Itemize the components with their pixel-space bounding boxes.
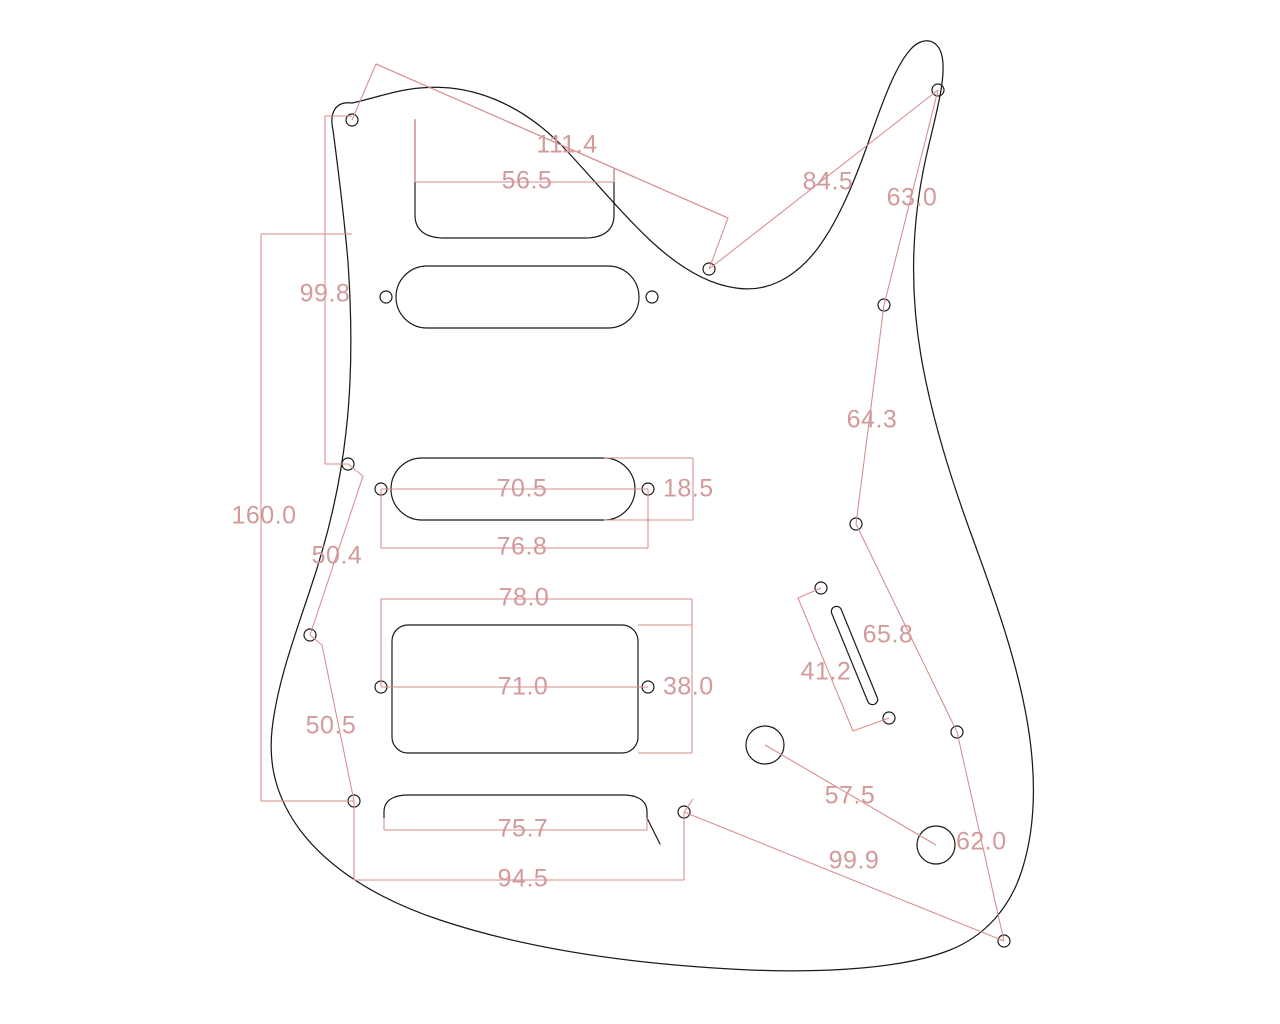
dim-leader-63-0 bbox=[883, 89, 939, 306]
screw-hole-neck-pickup-left bbox=[379, 290, 393, 304]
dim-label-56-5: 56.5 bbox=[502, 167, 553, 195]
dimension-lines-group bbox=[260, 63, 1005, 942]
dim-label-99-8: 99.8 bbox=[300, 280, 351, 308]
dim-label-63-0: 63.0 bbox=[887, 184, 938, 212]
screw-hole-bottom-right bbox=[997, 934, 1011, 948]
dim-leader-75-7 bbox=[383, 818, 648, 831]
dim-label-57-5: 57.5 bbox=[825, 782, 876, 810]
dim-leader-76-8 bbox=[380, 489, 649, 549]
dim-label-38-0: 38.0 bbox=[663, 673, 714, 701]
dim-label-50-5: 50.5 bbox=[306, 712, 357, 740]
dim-leader-57-5 bbox=[764, 744, 937, 846]
dim-label-41-2: 41.2 bbox=[801, 658, 852, 686]
dim-label-71-0: 71.0 bbox=[498, 673, 549, 701]
screw-hole-neck-pickup-right bbox=[645, 290, 659, 304]
dim-leader-111-4-b bbox=[375, 63, 729, 219]
screw-hole-right-mid bbox=[849, 517, 863, 531]
dim-leader-50-5 bbox=[309, 634, 355, 802]
dim-label-18-5: 18.5 bbox=[663, 475, 714, 503]
screw-holes-group bbox=[303, 83, 1011, 948]
dim-leader-65-8 bbox=[855, 523, 958, 733]
dim-leader-99-9 bbox=[683, 798, 1005, 942]
pickguard-outline-group bbox=[270, 40, 1034, 972]
dim-leader-84-5 bbox=[708, 89, 939, 270]
dim-leader-38-0 bbox=[638, 624, 693, 754]
screw-hole-switch-top bbox=[814, 581, 828, 595]
dim-label-99-9: 99.9 bbox=[829, 847, 880, 875]
cutouts-group bbox=[383, 119, 879, 845]
dim-label-65-8: 65.8 bbox=[863, 621, 914, 649]
switch-slot bbox=[830, 605, 879, 706]
pot-holes-group bbox=[745, 725, 956, 865]
dim-label-50-4: 50.4 bbox=[312, 542, 363, 570]
dim-label-78-0: 78.0 bbox=[499, 584, 550, 612]
dim-leader-94-5 bbox=[353, 801, 685, 881]
dim-label-160-0: 160.0 bbox=[231, 502, 296, 530]
dim-label-76-8: 76.8 bbox=[497, 533, 548, 561]
neck-pickup-cutout bbox=[395, 265, 640, 329]
dim-leader-99-8 bbox=[324, 115, 352, 465]
screw-hole-switch-bottom bbox=[882, 711, 896, 725]
dim-leader-62-0 bbox=[956, 731, 1005, 942]
pot-hole-upper bbox=[745, 725, 785, 765]
dim-leader-78-0 bbox=[380, 598, 693, 687]
pickguard-outline bbox=[270, 40, 1034, 972]
screw-hole-upper-horn bbox=[931, 83, 945, 97]
dimension-labels-group: 111.4 56.5 84.5 63.0 99.8 64.3 70.5 18.5… bbox=[231, 131, 1006, 893]
screw-hole-left-lower bbox=[303, 628, 317, 642]
dim-label-75-7: 75.7 bbox=[498, 815, 549, 843]
dim-label-64-3: 64.3 bbox=[847, 406, 898, 434]
dim-leader-160-0 bbox=[260, 233, 354, 802]
dim-leader-56-5 bbox=[414, 120, 615, 183]
screw-hole-right-upper bbox=[877, 298, 891, 312]
bridge-humbucker-cutout bbox=[391, 624, 639, 754]
dim-label-62-0: 62.0 bbox=[956, 828, 1007, 856]
dim-leader-64-3 bbox=[855, 304, 885, 525]
dim-leader-41-2 bbox=[797, 587, 890, 732]
dim-leader-50-4 bbox=[309, 463, 364, 636]
neck-pocket-cutout bbox=[414, 119, 615, 239]
dim-label-94-5: 94.5 bbox=[498, 865, 549, 893]
bottom-control-cutout bbox=[383, 794, 661, 845]
screw-hole-right-lower bbox=[950, 725, 964, 739]
dim-label-70-5: 70.5 bbox=[497, 475, 548, 503]
dim-label-84-5: 84.5 bbox=[803, 168, 854, 196]
screw-hole-neck-notch bbox=[702, 262, 716, 276]
dim-label-111-4: 111.4 bbox=[536, 131, 597, 159]
screw-hole-top-left bbox=[345, 113, 359, 127]
pot-hole-lower bbox=[916, 825, 956, 865]
